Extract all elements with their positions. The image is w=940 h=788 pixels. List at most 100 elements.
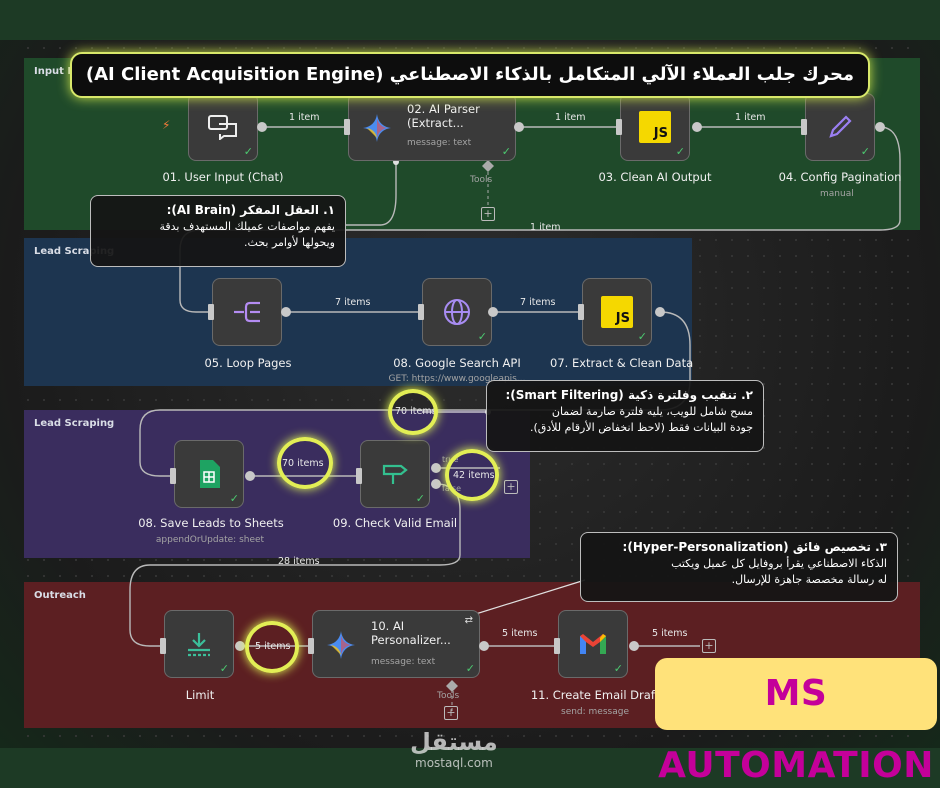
callout-smart-filtering: ٢. تنقيب وفلترة ذكية (Smart Filtering): … <box>486 380 764 452</box>
callout-body: يفهم مواصفات عميلك المستهدف بدقة <box>159 220 335 233</box>
callout-title: ١. العقل المفكر (AI Brain): <box>166 203 335 217</box>
section-label: Input P <box>34 66 75 77</box>
tools-diamond <box>482 160 494 172</box>
output-port[interactable] <box>235 641 245 651</box>
node-title: 10. AI Personalizer... <box>371 619 451 647</box>
output-port[interactable] <box>692 122 702 132</box>
node-subtitle: manual <box>820 189 854 199</box>
node-title: 05. Loop Pages <box>204 356 292 370</box>
output-port[interactable] <box>245 471 255 481</box>
node-save-leads[interactable]: ✓ <box>174 440 244 508</box>
highlight-ring <box>245 621 299 673</box>
output-port[interactable] <box>479 641 489 651</box>
input-port[interactable] <box>801 119 807 135</box>
node-google-search[interactable]: ✓ <box>422 278 492 346</box>
input-port[interactable] <box>344 119 350 135</box>
javascript-icon: JS <box>601 296 633 328</box>
callout-body: ويحولها لأوامر بحث. <box>244 236 335 249</box>
success-icon: ✓ <box>501 145 511 158</box>
node-ai-personalizer[interactable]: 10. AI Personalizer... message: text ⇄ ✓ <box>312 610 480 678</box>
gemini-icon <box>363 114 391 142</box>
node-subtitle: message: text <box>407 138 472 148</box>
tools-label: Tools <box>437 691 460 701</box>
node-user-input[interactable]: ✓ <box>188 93 258 161</box>
add-tool-button[interactable]: + <box>481 207 495 221</box>
input-port[interactable] <box>578 304 584 320</box>
callout-body: مسح شامل للويب، يليه فلترة صارمة لضمان <box>551 405 753 418</box>
node-create-email-draft[interactable]: ✓ <box>558 610 628 678</box>
node-extract-clean[interactable]: JS ✓ <box>582 278 652 346</box>
success-icon: ✓ <box>860 145 870 158</box>
tools-label: Tools <box>470 175 493 185</box>
output-port-false[interactable] <box>431 479 441 489</box>
highlight-ring <box>277 437 333 489</box>
edge-label: 1 item <box>289 112 320 123</box>
success-icon: ✓ <box>637 330 647 343</box>
section-lead-scraping-2: Lead Scraping <box>24 410 530 558</box>
callout-body: له رسالة مخصصة جاهزة للإرسال. <box>731 573 887 586</box>
add-node-button[interactable]: + <box>702 639 716 653</box>
output-port[interactable] <box>514 122 524 132</box>
section-label: Lead Scraping <box>34 418 115 429</box>
input-port[interactable] <box>554 638 560 654</box>
node-title: 11. Create Email Draft <box>530 688 660 702</box>
node-limit[interactable]: ✓ <box>164 610 234 678</box>
edge-label: 5 items <box>502 628 538 639</box>
success-icon: ✓ <box>415 492 425 505</box>
callout-personalization: ٣. تخصيص فائق (Hyper-Personalization): ا… <box>580 532 898 602</box>
output-port[interactable] <box>281 307 291 317</box>
node-title: 08. Google Search API <box>393 356 521 370</box>
node-title: 02. AI Parser (Extract... <box>407 102 480 130</box>
tools-diamond <box>446 680 458 692</box>
success-icon: ✓ <box>219 662 229 675</box>
edge-label: 7 items <box>335 297 371 308</box>
output-port[interactable] <box>875 122 885 132</box>
sheets-icon <box>200 460 220 488</box>
edge-label: 1 item <box>555 112 586 123</box>
section-label: Outreach <box>34 590 86 601</box>
output-port[interactable] <box>488 307 498 317</box>
edge-label: 1 item <box>735 112 766 123</box>
input-port[interactable] <box>616 119 622 135</box>
input-port[interactable] <box>356 468 362 484</box>
output-port[interactable] <box>257 122 267 132</box>
output-port[interactable] <box>655 307 665 317</box>
node-title: 01. User Input (Chat) <box>162 170 284 184</box>
input-port[interactable] <box>418 304 424 320</box>
success-icon: ✓ <box>613 662 623 675</box>
gmail-icon <box>580 634 606 654</box>
node-title: 08. Save Leads to Sheets <box>138 516 284 530</box>
input-port[interactable] <box>308 638 314 654</box>
add-tool-button[interactable]: + <box>444 706 458 720</box>
edge-label: 28 items <box>278 556 320 567</box>
signpost-icon <box>382 464 408 484</box>
highlight-ring <box>388 389 438 435</box>
input-port[interactable] <box>170 468 176 484</box>
watermark: مستقل mostaql.com <box>410 728 498 770</box>
edge-label: 1 item <box>530 222 561 233</box>
node-title: 04. Config Pagination <box>778 170 902 184</box>
node-clean-ai-output[interactable]: JS ✓ <box>620 93 690 161</box>
node-config-pagination[interactable]: ✓ <box>805 93 875 161</box>
node-subtitle: GET: https://www.googleapis... <box>388 374 526 384</box>
callout-body: الذكاء الاصطناعي يقرأ بروفايل كل عميل وي… <box>671 557 887 570</box>
bottom-frame <box>0 748 940 788</box>
input-port[interactable] <box>208 304 214 320</box>
output-port[interactable] <box>629 641 639 651</box>
add-node-button[interactable]: + <box>504 480 518 494</box>
node-ai-parser[interactable]: 02. AI Parser (Extract... message: text … <box>348 93 516 161</box>
node-loop-pages[interactable] <box>212 278 282 346</box>
node-check-email[interactable]: ✓ <box>360 440 430 508</box>
input-port[interactable] <box>160 638 166 654</box>
node-subtitle: send: message <box>561 707 629 717</box>
output-port-true[interactable] <box>431 463 441 473</box>
top-frame <box>0 0 940 40</box>
pencil-icon <box>829 115 852 138</box>
watermark-url: mostaql.com <box>415 756 493 770</box>
node-title: Limit <box>185 688 215 702</box>
edge-label: 5 items <box>652 628 688 639</box>
callout-title: ٣. تخصيص فائق (Hyper-Personalization): <box>622 540 887 554</box>
limit-icon <box>188 633 210 657</box>
